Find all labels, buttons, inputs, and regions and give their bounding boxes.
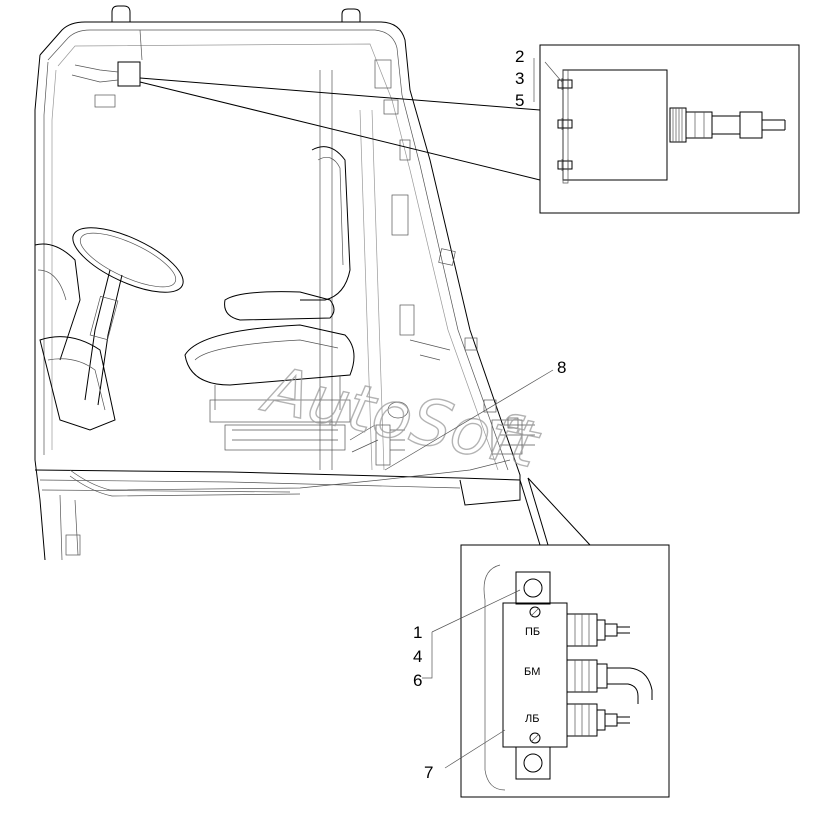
- operator-seat: [184, 146, 355, 451]
- connector-plug: [669, 107, 786, 143]
- top-detail-leader: [139, 77, 541, 181]
- callout-2: 2: [515, 47, 524, 66]
- block-label-bm: БМ: [524, 666, 540, 678]
- callout-8: 8: [557, 358, 566, 377]
- connector-bm: [566, 659, 653, 704]
- callout-4: 4: [413, 647, 422, 666]
- callout-6: 6: [413, 671, 422, 690]
- callout-5: 5: [515, 91, 524, 110]
- connector-lb: [566, 703, 630, 737]
- bottom-detail-inset: [422, 544, 670, 798]
- callout-3: 3: [515, 69, 524, 88]
- dashboard: [34, 243, 116, 431]
- mounting-bolt: [557, 78, 573, 90]
- callout-1: 1: [413, 623, 422, 642]
- block-label-lb: ЛБ: [525, 713, 539, 725]
- rear-panel-components: [349, 139, 497, 466]
- callout-8-leader: [384, 369, 554, 471]
- connector-pb: [566, 613, 630, 647]
- mounting-bolt: [557, 159, 573, 171]
- floor-wiring: [69, 417, 535, 497]
- screw-bottom: [529, 732, 541, 744]
- watermark-text: AutoSoft: [255, 352, 547, 483]
- mounting-bolt: [557, 118, 573, 130]
- top-detail-inset: [533, 44, 800, 214]
- block-label-pb: ПБ: [525, 626, 540, 638]
- bottom-detail-leader: [519, 477, 591, 546]
- steering-wheel: [72, 227, 184, 406]
- callout-7: 7: [424, 763, 433, 782]
- screw-top: [529, 606, 541, 618]
- cab-frame: [34, 5, 521, 561]
- roof-harness: [71, 29, 399, 115]
